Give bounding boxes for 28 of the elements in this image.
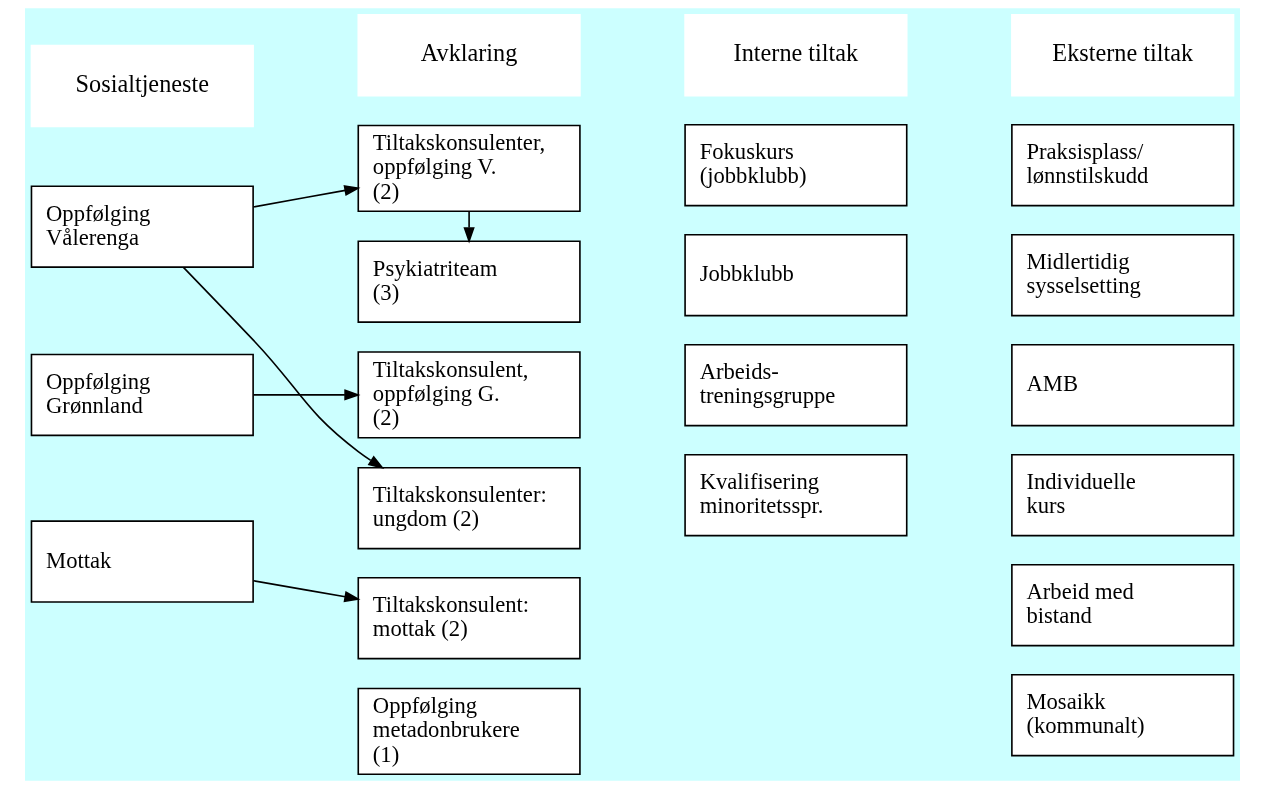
node-box: Tiltakskonsulent, oppfølging G. (2) <box>356 351 581 439</box>
node-box: Tiltakskonsulent: mottak (2) <box>356 576 581 660</box>
node-box: AMB <box>1010 343 1234 427</box>
node-box: Individuelle kurs <box>1010 453 1234 537</box>
node-box: Oppfølging metadonbrukere (1) <box>356 687 581 776</box>
node-box: Fokuskurs (jobbklubb) <box>683 123 908 207</box>
node-box: Psykiatriteam (3) <box>356 240 581 323</box>
arrow <box>252 184 360 208</box>
node-box: Midlertidig sysselsetting <box>1010 233 1234 317</box>
node-box: Tiltakskonsulenter, oppfølging V. (2) <box>356 124 581 213</box>
node-box: Oppfølging Grønnland <box>30 353 254 437</box>
node-box: Jobbklubb <box>683 233 908 317</box>
node-box: Kvalifisering minoritetsspr. <box>683 453 908 537</box>
arrow <box>252 389 360 401</box>
node-box: Sosialtjeneste <box>30 44 254 128</box>
node-box: Mosaikk (kommunalt) <box>1010 674 1234 757</box>
node-box: Interne tiltak <box>683 13 908 97</box>
node-box: Tiltakskonsulenter: ungdom (2) <box>356 466 581 550</box>
node-box: Eksterne tiltak <box>1010 13 1234 97</box>
node-box: Oppfølging Vålerenga <box>30 185 254 268</box>
node-box: Arbeids- treningsgruppe <box>683 343 908 427</box>
arrow <box>182 266 384 469</box>
node-box: Mottak <box>30 520 254 603</box>
node-box: Avklaring <box>356 13 581 97</box>
arrow <box>252 579 360 603</box>
arrow <box>462 210 475 244</box>
node-box: Praksisplass/ lønnstilskudd <box>1010 123 1234 207</box>
node-box: Arbeid med bistand <box>1010 563 1234 647</box>
